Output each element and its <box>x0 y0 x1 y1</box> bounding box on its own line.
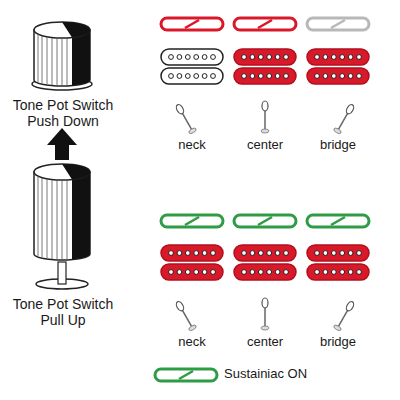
humbucker-coil <box>161 49 223 65</box>
humbucker-coil <box>234 49 296 65</box>
sustainiac-rail <box>234 215 296 227</box>
humbucker-coil <box>161 245 223 261</box>
humbucker-coil <box>234 68 296 84</box>
position-label: neck <box>157 138 227 153</box>
position-label: bridge <box>303 335 373 350</box>
selector-switch <box>333 103 356 135</box>
tone-pot-knob <box>32 22 92 90</box>
selector-switch <box>261 298 269 330</box>
position-label: bridge <box>303 138 373 153</box>
selector-switch <box>174 103 197 135</box>
switch-caption: Tone Pot Switch Pull Up <box>2 296 124 328</box>
position-label: center <box>230 138 300 153</box>
selector-switch <box>333 300 356 332</box>
selector-switch <box>174 300 197 332</box>
humbucker-coil <box>307 264 369 280</box>
tone-pot-knob <box>34 128 90 289</box>
sustainiac-rail <box>234 18 296 30</box>
humbucker-coil <box>307 245 369 261</box>
sustainiac-rail <box>155 369 217 381</box>
humbucker-coil <box>307 68 369 84</box>
humbucker-coil <box>234 264 296 280</box>
sustainiac-rail <box>161 18 223 30</box>
humbucker-coil <box>161 264 223 280</box>
selector-switch <box>261 101 269 133</box>
humbucker-coil <box>234 245 296 261</box>
position-label: center <box>230 335 300 350</box>
sustainiac-rail <box>307 215 369 227</box>
humbucker-coil <box>307 49 369 65</box>
humbucker-coil <box>161 68 223 84</box>
legend-text: Sustainiac ON <box>224 367 307 382</box>
sustainiac-rail <box>307 18 369 30</box>
switch-caption: Tone Pot Switch Push Down <box>2 97 124 129</box>
position-label: neck <box>157 335 227 350</box>
sustainiac-rail <box>161 215 223 227</box>
